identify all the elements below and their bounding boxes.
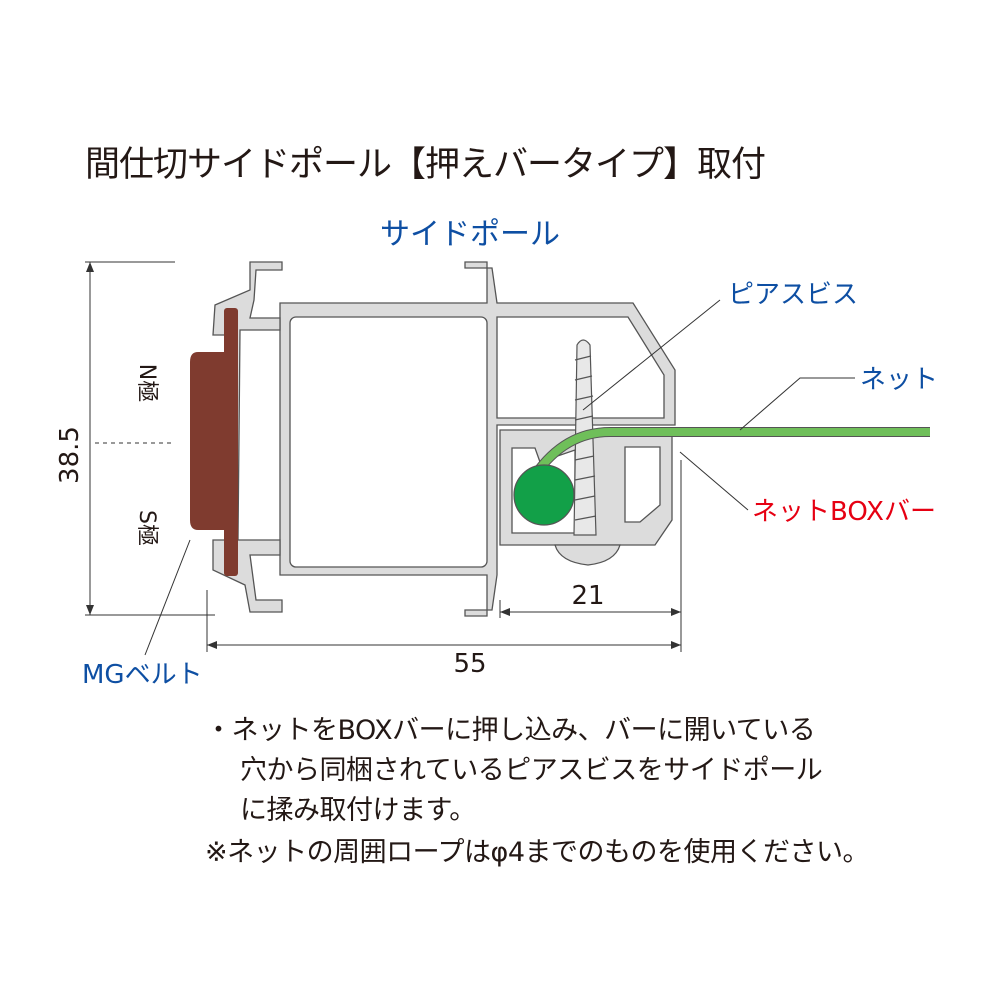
net-box-bar-label: ネットBOXバー (752, 497, 936, 527)
arrowheads (86, 262, 681, 649)
note-line-3: に揉み取付けます。 (240, 795, 476, 826)
note-line-2: 穴から同梱されているピアスビスをサイドポール (240, 755, 823, 786)
mg-belt (190, 308, 238, 576)
side-pole-profile (212, 261, 676, 617)
dim-height: 38.5 (55, 426, 85, 484)
n-pole-label: N極 (134, 364, 159, 402)
mg-belt-label: MGベルト (82, 660, 203, 690)
note-line-1: ・ネットをBOXバーに押し込み、バーに開いている (205, 715, 816, 746)
net-rope (513, 427, 930, 526)
s-pole-label: S極 (134, 510, 159, 546)
dim-width: 55 (453, 649, 486, 679)
note-line-4: ※ネットの周囲ロープはφ4までのものを使用ください。 (205, 837, 870, 868)
page-title: 間仕切サイドポール【押えバータイプ】取付 (85, 145, 766, 185)
dim-box-width: 21 (571, 581, 604, 611)
pierce-screw-label: ピアスビス (728, 280, 858, 310)
side-pole-label: サイドポール (380, 217, 560, 252)
net-label: ネット (860, 365, 938, 395)
dimension-lines (85, 261, 855, 656)
